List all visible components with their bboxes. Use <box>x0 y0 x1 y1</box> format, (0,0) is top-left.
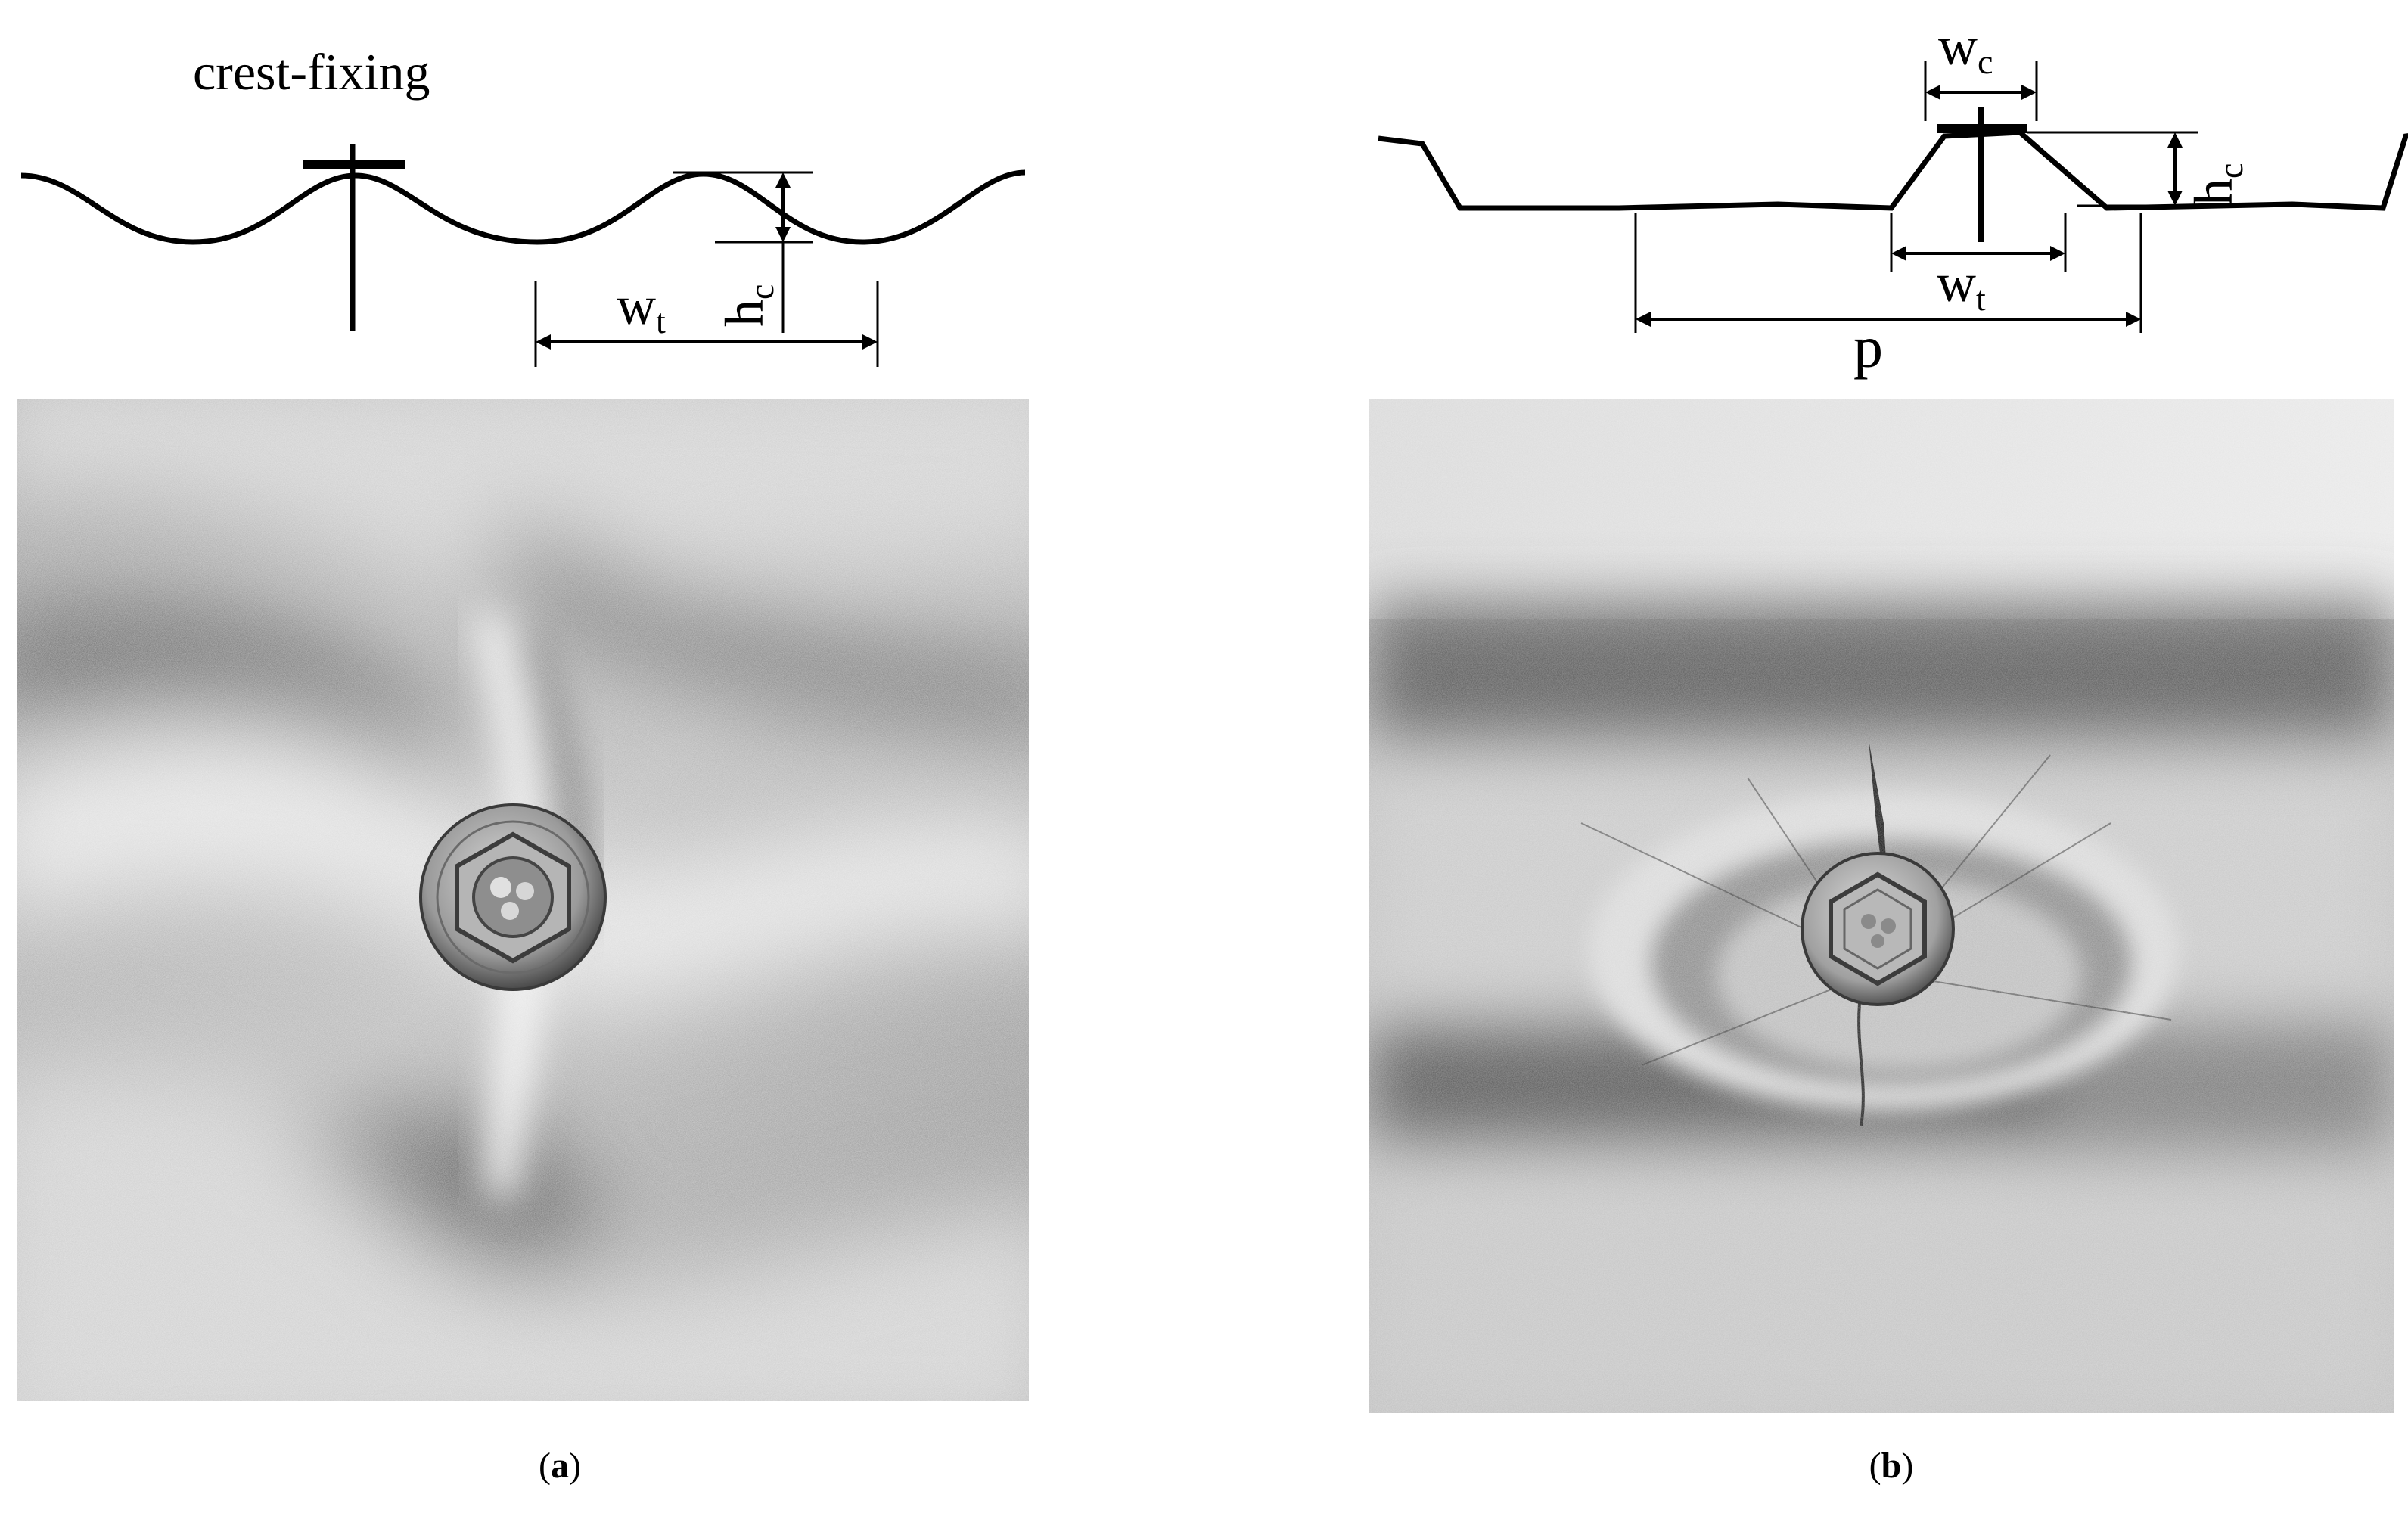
wt-label-b: wt <box>1937 253 1986 318</box>
caption-a: (a) <box>539 1446 581 1486</box>
hc-label-b: hc <box>2183 163 2250 206</box>
svg-text:hc: hc <box>714 284 781 327</box>
photo-a <box>17 399 1029 1401</box>
wt-label-a: wt <box>617 275 666 340</box>
wc-label-b: wc <box>1938 16 1993 81</box>
svg-text:hc: hc <box>2183 163 2250 206</box>
hc-label-a: hc <box>714 284 781 327</box>
fastener-b <box>1801 852 1955 1006</box>
trapezoid-profile <box>1378 129 2408 211</box>
diagram-a: crest-fixing hc wt <box>20 43 1026 367</box>
caption-b: (b) <box>1869 1446 1914 1486</box>
fastener-a <box>419 803 607 991</box>
photo-b <box>1369 399 2394 1413</box>
sine-profile <box>20 169 1026 245</box>
title-crest-fixing: crest-fixing <box>193 43 430 101</box>
p-label: p <box>1853 314 1883 380</box>
diagram-b: wc hc wt p <box>1378 16 2408 380</box>
